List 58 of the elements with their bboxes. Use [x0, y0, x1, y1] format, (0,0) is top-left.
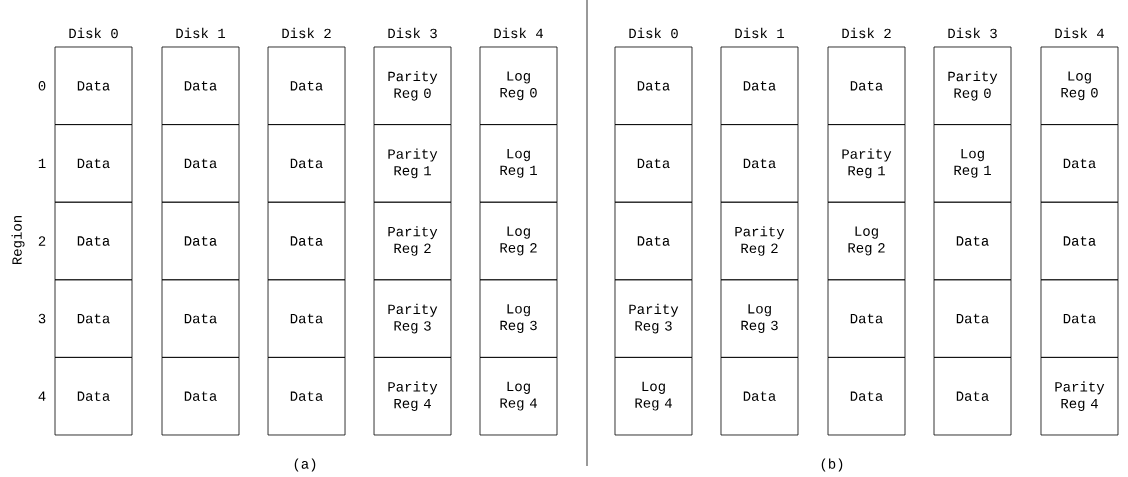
disk-region-box: Data — [267, 124, 346, 203]
disk-region-box: Data — [720, 124, 799, 203]
disk-region-box: Log Reg 4 — [479, 357, 558, 436]
disk-region-box: Data — [614, 124, 693, 203]
disk-region-box: Data — [161, 124, 240, 203]
disk-region-box: Data — [827, 279, 906, 358]
panel-label: (b) — [821, 458, 843, 472]
disk-region-box: Log Reg 1 — [479, 124, 558, 203]
disk-region-box: Parity Reg 0 — [933, 46, 1012, 125]
disk-region-box: Log Reg 0 — [1040, 46, 1119, 125]
disk-region-box: Data — [161, 46, 240, 125]
disk-region-box: Log Reg 2 — [479, 201, 558, 281]
disk-region-box: Data — [54, 46, 133, 125]
row-number: 0 — [38, 81, 46, 91]
disk-region-box: Parity Reg 1 — [373, 124, 452, 203]
disk-region-box: Data — [1040, 279, 1119, 358]
axis-label: Region — [11, 216, 25, 265]
disk-region-box: Log Reg 3 — [479, 279, 558, 358]
disk-region-box: Data — [54, 279, 133, 358]
disk-region-box: Parity Reg 3 — [614, 279, 693, 358]
disk-region-box: Data — [1040, 201, 1119, 281]
disk-region-box: Log Reg 3 — [720, 279, 799, 358]
disk-region-box: Data — [161, 279, 240, 358]
disk-region-box: Data — [267, 201, 346, 281]
disk-region-box: Parity Reg 3 — [373, 279, 452, 358]
disk-region-box: Data — [54, 124, 133, 203]
row-number: 2 — [38, 236, 46, 246]
disk-region-box: Data — [933, 357, 1012, 436]
panel-label: (a) — [294, 458, 316, 472]
disk-region-box: Data — [161, 357, 240, 436]
disk-region-box: Log Reg 0 — [479, 46, 558, 125]
disk-region-box: Parity Reg 2 — [373, 201, 452, 281]
disk-region-box: Data — [614, 46, 693, 125]
disk-region-box: Parity Reg 1 — [827, 124, 906, 203]
disk-region-box: Parity Reg 4 — [373, 357, 452, 436]
disk-region-box: Log Reg 4 — [614, 357, 693, 436]
disk-region-box: Log Reg 2 — [827, 201, 906, 281]
disk-region-box: Data — [54, 201, 133, 281]
disk-region-box: Data — [827, 357, 906, 436]
row-number: 3 — [38, 313, 46, 324]
disk-region-box: Parity Reg 4 — [1040, 357, 1119, 436]
disk-region-box: Data — [933, 201, 1012, 281]
disk-region-box: Data — [827, 46, 906, 125]
disk-region-box: Data — [720, 46, 799, 125]
row-number: 1 — [38, 158, 46, 168]
disk-region-box: Data — [267, 279, 346, 358]
disk-region-box: Data — [720, 357, 799, 436]
disk-region-box: Parity Reg 2 — [720, 201, 799, 281]
disk-region-box: Data — [161, 201, 240, 281]
disk-region-box: Parity Reg 0 — [373, 46, 452, 125]
disk-region-box: Data — [267, 46, 346, 125]
disk-region-box: Data — [614, 201, 693, 281]
disk-region-box: Data — [54, 357, 133, 436]
disk-region-box: Data — [267, 357, 346, 436]
disk-region-box: Data — [1040, 124, 1119, 203]
disk-region-box: Log Reg 1 — [933, 124, 1012, 203]
row-number: 4 — [38, 391, 46, 401]
disk-region-box: Data — [933, 279, 1012, 358]
